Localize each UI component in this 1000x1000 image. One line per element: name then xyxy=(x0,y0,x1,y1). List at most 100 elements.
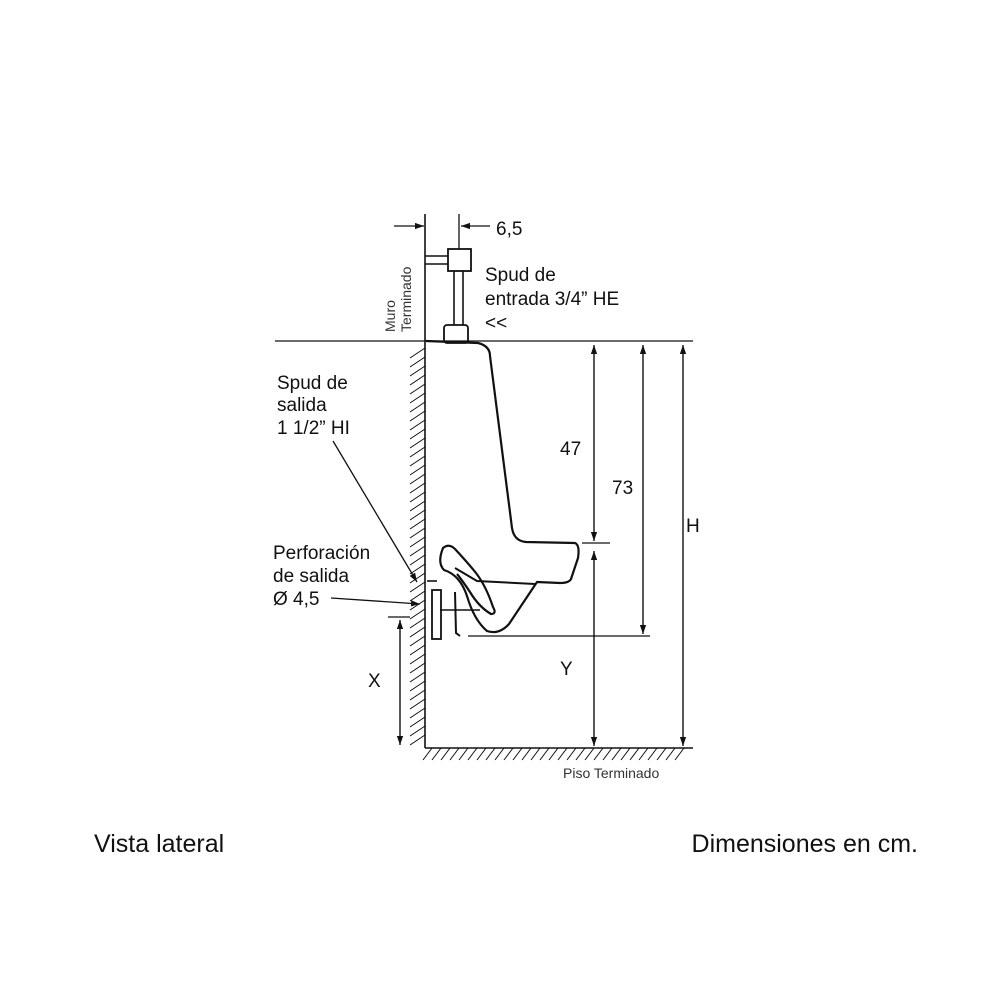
dimension-73-label: 73 xyxy=(612,478,633,499)
dimension-h: H xyxy=(679,345,700,746)
dimension-6-5-label: 6,5 xyxy=(496,219,522,240)
wall-hatch-stroke xyxy=(409,437,426,449)
floor-hatch-stroke xyxy=(602,747,613,761)
floor-hatch-stroke xyxy=(458,747,469,761)
wall-hatch-stroke xyxy=(409,644,426,656)
floor-hatch-stroke xyxy=(512,747,523,761)
svg-text:entrada 3/4” HE: entrada 3/4” HE xyxy=(485,289,619,310)
wall-hatch-stroke xyxy=(409,680,426,692)
wall-hatch-stroke xyxy=(409,545,426,557)
floor-hatch-stroke xyxy=(485,747,496,761)
wall-hatch-stroke xyxy=(409,500,426,512)
wall-hatch-stroke xyxy=(409,707,426,719)
wall-hatch-stroke xyxy=(409,617,426,629)
svg-text:de salida: de salida xyxy=(273,566,349,587)
wall-hatch-stroke xyxy=(409,482,426,494)
finished-floor xyxy=(422,747,693,761)
dimension-y-label: Y xyxy=(560,659,573,680)
svg-text:Perforación: Perforación xyxy=(273,543,370,564)
svg-text:Spud de: Spud de xyxy=(277,373,348,394)
svg-text:Terminado: Terminado xyxy=(398,266,414,332)
floor-hatch-stroke xyxy=(656,747,667,761)
wall-hatch-stroke xyxy=(409,662,426,674)
wall-hatch-stroke xyxy=(409,455,426,467)
wall-hatch-stroke xyxy=(409,599,426,611)
wall-hatch-stroke xyxy=(409,671,426,683)
floor-hatch-stroke xyxy=(611,747,622,761)
wall-hatch-stroke xyxy=(409,734,426,746)
floor-hatch-stroke xyxy=(620,747,631,761)
floor-hatch xyxy=(422,747,685,761)
wall-hatch-stroke xyxy=(409,653,426,665)
dimension-y: Y xyxy=(560,551,598,746)
floor-hatch-stroke xyxy=(566,747,577,761)
wall-hatch-stroke xyxy=(409,689,426,701)
dimension-73: 73 xyxy=(612,345,647,634)
wall-hatch-stroke xyxy=(409,374,426,386)
wall-hatch-stroke xyxy=(409,464,426,476)
floor-hatch-stroke xyxy=(431,747,442,761)
floor-hatch-stroke xyxy=(665,747,676,761)
svg-text:salida: salida xyxy=(277,395,327,416)
svg-text:1 1/2” HI: 1 1/2” HI xyxy=(277,418,350,439)
wall-hatch-stroke xyxy=(409,716,426,728)
wall-hatch-stroke xyxy=(409,563,426,575)
wall-label: Muro Terminado xyxy=(382,266,414,332)
floor-hatch-stroke xyxy=(584,747,595,761)
wall-hatch-stroke xyxy=(409,419,426,431)
svg-text:Muro: Muro xyxy=(382,300,398,332)
floor-hatch-stroke xyxy=(539,747,550,761)
floor-label: Piso Terminado xyxy=(563,765,659,781)
floor-hatch-stroke xyxy=(575,747,586,761)
floor-hatch-stroke xyxy=(422,747,433,761)
perforacion-salida-label: Perforación de salida Ø 4,5 xyxy=(273,543,421,610)
urinal-body xyxy=(425,339,580,637)
wall-hatch xyxy=(409,347,426,746)
wall-hatch-stroke xyxy=(409,626,426,638)
floor-hatch-stroke xyxy=(476,747,487,761)
wall-hatch-stroke xyxy=(409,473,426,485)
caption-side-view: Vista lateral xyxy=(94,830,224,858)
wall-hatch-stroke xyxy=(409,698,426,710)
floor-hatch-stroke xyxy=(521,747,532,761)
caption-units: Dimensiones en cm. xyxy=(692,830,918,858)
dimension-x: X xyxy=(368,616,410,745)
wall-hatch-stroke xyxy=(409,725,426,737)
floor-hatch-stroke xyxy=(530,747,541,761)
dimension-47-label: 47 xyxy=(560,439,581,460)
wall-hatch-stroke xyxy=(409,428,426,440)
floor-hatch-stroke xyxy=(449,747,460,761)
wall-hatch-stroke xyxy=(409,590,426,602)
wall-hatch-stroke xyxy=(409,356,426,368)
dimension-47: 47 xyxy=(560,345,598,541)
wall-hatch-stroke xyxy=(409,365,426,377)
dimension-x-label: X xyxy=(368,671,381,692)
wall-hatch-stroke xyxy=(409,509,426,521)
floor-hatch-stroke xyxy=(638,747,649,761)
wall-hatch-stroke xyxy=(409,536,426,548)
wall-hatch-stroke xyxy=(409,392,426,404)
svg-text:<<: << xyxy=(485,313,507,334)
floor-hatch-stroke xyxy=(494,747,505,761)
wall-hatch-stroke xyxy=(409,581,426,593)
wall-hatch-stroke xyxy=(409,518,426,530)
floor-hatch-stroke xyxy=(647,747,658,761)
floor-hatch-stroke xyxy=(548,747,559,761)
floor-hatch-stroke xyxy=(557,747,568,761)
wall-hatch-stroke xyxy=(409,410,426,422)
spud-entrada-label: Spud de entrada 3/4” HE << xyxy=(485,265,619,334)
svg-text:Ø 4,5: Ø 4,5 xyxy=(273,589,319,610)
finished-wall xyxy=(409,214,426,748)
wall-hatch-stroke xyxy=(409,401,426,413)
wall-hatch-stroke xyxy=(409,635,426,647)
floor-hatch-stroke xyxy=(593,747,604,761)
wall-hatch-stroke xyxy=(409,347,426,359)
floor-hatch-stroke xyxy=(503,747,514,761)
floor-hatch-stroke xyxy=(440,747,451,761)
wall-hatch-stroke xyxy=(409,554,426,566)
supply-spud xyxy=(425,248,472,344)
svg-text:Spud de: Spud de xyxy=(485,265,556,286)
floor-hatch-stroke xyxy=(467,747,478,761)
wall-hatch-stroke xyxy=(409,446,426,458)
